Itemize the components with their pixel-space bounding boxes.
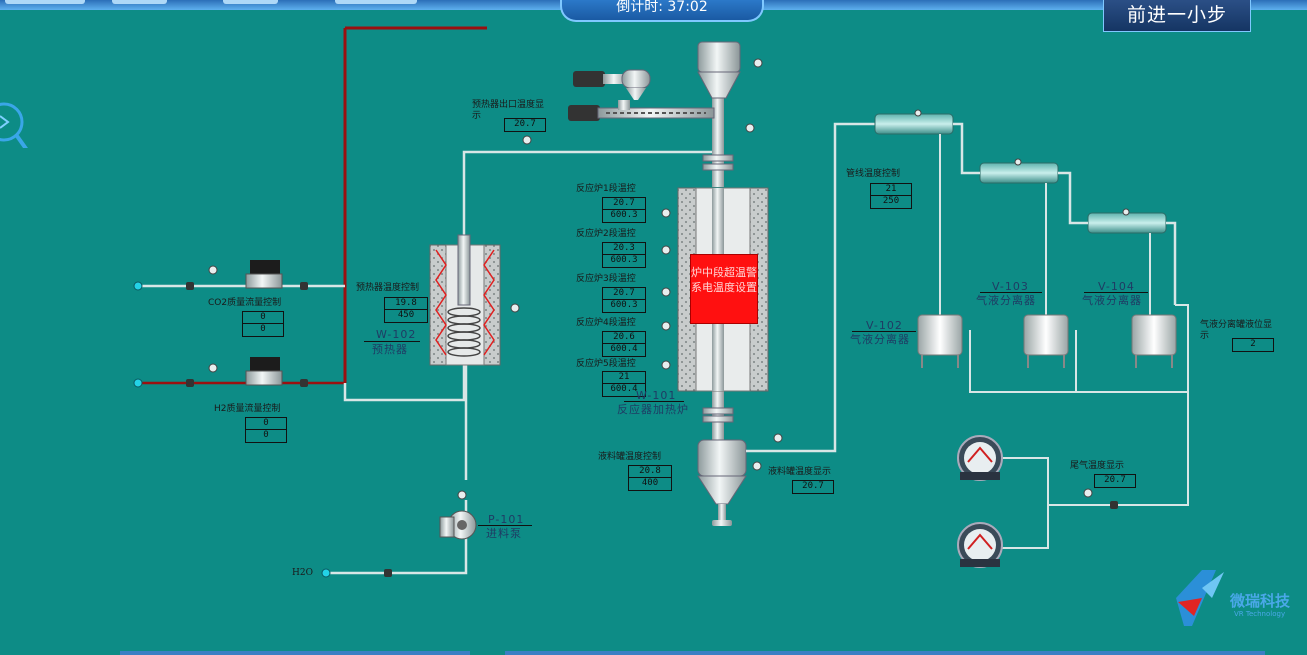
pump-name: 进料泵	[486, 527, 522, 540]
preheater-outlet-label: 预热器出口温度显示	[472, 100, 545, 121]
preheater-temp-pv: 19.8	[385, 298, 427, 310]
reactor-zone1-sv[interactable]: 600.3	[610, 210, 638, 220]
reactor-zone3-pv: 20.7	[603, 288, 645, 300]
bottom-panel-edge	[505, 651, 1265, 655]
reactor-zone4-sv[interactable]: 600.4	[610, 344, 638, 354]
reactor-zone1-pv: 20.7	[603, 198, 645, 210]
logo-subtitle: VR Technology	[1234, 610, 1286, 618]
preheater-tag: W-102	[376, 328, 417, 341]
pump-tag: P-101	[488, 513, 525, 526]
h2-flow-pv: 0	[246, 418, 286, 430]
tank-display-values: 20.7	[792, 480, 834, 494]
company-logo: 微瑞科技 VR Technology	[1172, 568, 1302, 628]
separator-v104-name: 气液分离器	[1082, 294, 1142, 307]
reactor-zone3-values: 20.7 600.3	[602, 287, 646, 313]
reactor-tag-line	[624, 401, 684, 402]
reactor-zone2-label: 反应炉2段温控	[576, 229, 636, 239]
pipeline-temp-label: 管线温度控制	[846, 169, 901, 179]
level-value: 2	[1250, 339, 1256, 349]
level-label: 气液分离罐液位显示	[1200, 320, 1273, 341]
preheater-temp-values: 19.8 450	[384, 297, 428, 323]
co2-flow-sv[interactable]: 0	[260, 324, 266, 334]
pipeline-temp-sv[interactable]: 250	[882, 196, 900, 206]
separator-v104-line	[1084, 292, 1148, 293]
reactor-zone5-values: 21 600.4	[602, 371, 646, 397]
separator-v103-tag: V-103	[992, 280, 1029, 293]
preheater-name: 预热器	[372, 343, 408, 356]
co2-flow-values: 0 0	[242, 311, 284, 337]
reactor-name: 反应器加热炉	[617, 403, 689, 416]
logo-brand: 微瑞科技	[1230, 592, 1291, 610]
reactor-zone3-label: 反应炉3段温控	[576, 274, 636, 284]
co2-flow-label: CO2质量流量控制	[208, 298, 282, 308]
tank-temp-sv[interactable]: 400	[641, 478, 659, 488]
preheater-temp-sv[interactable]: 450	[397, 310, 415, 320]
reactor-zone1-label: 反应炉1段温控	[576, 184, 636, 194]
tank-temp-values: 20.8 400	[628, 465, 672, 491]
reactor-zone5-sv[interactable]: 600.4	[610, 384, 638, 394]
co2-flow-pv: 0	[243, 312, 283, 324]
reactor-zone3-sv[interactable]: 600.3	[610, 300, 638, 310]
pump-tag-line	[478, 525, 532, 526]
separator-v103-line	[980, 292, 1042, 293]
pipeline-temp-pv: 21	[871, 184, 911, 196]
search-icon[interactable]	[0, 100, 32, 148]
menu-tab[interactable]	[223, 0, 278, 4]
separator-v103-name: 气液分离器	[976, 294, 1036, 307]
tail-gas-label: 尾气温度显示	[1070, 461, 1125, 471]
reactor-zone5-label: 反应炉5段温控	[576, 359, 636, 369]
reactor-zone4-label: 反应炉4段温控	[576, 318, 636, 328]
h2-flow-label: H2质量流量控制	[214, 404, 281, 414]
menu-tab[interactable]	[5, 0, 85, 4]
step-forward-button[interactable]: 前进一小步	[1103, 0, 1251, 32]
separator-v102-tag: V-102	[866, 319, 903, 332]
reactor-zone5-pv: 21	[603, 372, 645, 384]
logo-mark-icon	[1176, 570, 1224, 626]
tank-display-label: 液料罐温度显示	[768, 467, 832, 477]
countdown-timer: 倒计时: 37:02	[560, 0, 764, 22]
preheater-outlet-temp: 20.7	[514, 119, 536, 129]
tank-temp-pv: 20.8	[629, 466, 671, 478]
level-values: 2	[1232, 338, 1274, 352]
reactor-zone4-pv: 20.6	[603, 332, 645, 344]
h2-flow-values: 0 0	[245, 417, 287, 443]
preheater-outlet-values: 20.7	[504, 118, 546, 132]
tank-temp-label: 液料罐温度控制	[598, 452, 662, 462]
reactor-zone2-values: 20.3 600.3	[602, 242, 646, 268]
separator-v102-name: 气液分离器	[850, 333, 910, 346]
preheater-tag-line	[364, 341, 420, 342]
tank-display-temp: 20.7	[802, 481, 824, 491]
pipeline-temp-values: 21 250	[870, 183, 912, 209]
menu-tab[interactable]	[112, 0, 167, 4]
separator-v102-line	[852, 331, 916, 332]
preheater-temp-label: 预热器温度控制	[356, 283, 420, 293]
reactor-zone4-values: 20.6 600.4	[602, 331, 646, 357]
h2o-inlet-label: H2O	[292, 568, 313, 578]
bottom-panel-edge	[120, 651, 470, 655]
separator-v104-tag: V-104	[1098, 280, 1135, 293]
reactor-zone1-values: 20.7 600.3	[602, 197, 646, 223]
tail-gas-values: 20.7	[1094, 474, 1136, 488]
tail-gas-temp: 20.7	[1104, 475, 1126, 485]
reactor-tag: W-101	[636, 389, 677, 402]
overtemp-alarm-button[interactable]: 炉中段超温警系电温度设置	[690, 254, 758, 324]
reactor-zone2-pv: 20.3	[603, 243, 645, 255]
reactor-zone2-sv[interactable]: 600.3	[610, 255, 638, 265]
h2-flow-sv[interactable]: 0	[263, 430, 269, 440]
menu-tab[interactable]	[335, 0, 417, 4]
